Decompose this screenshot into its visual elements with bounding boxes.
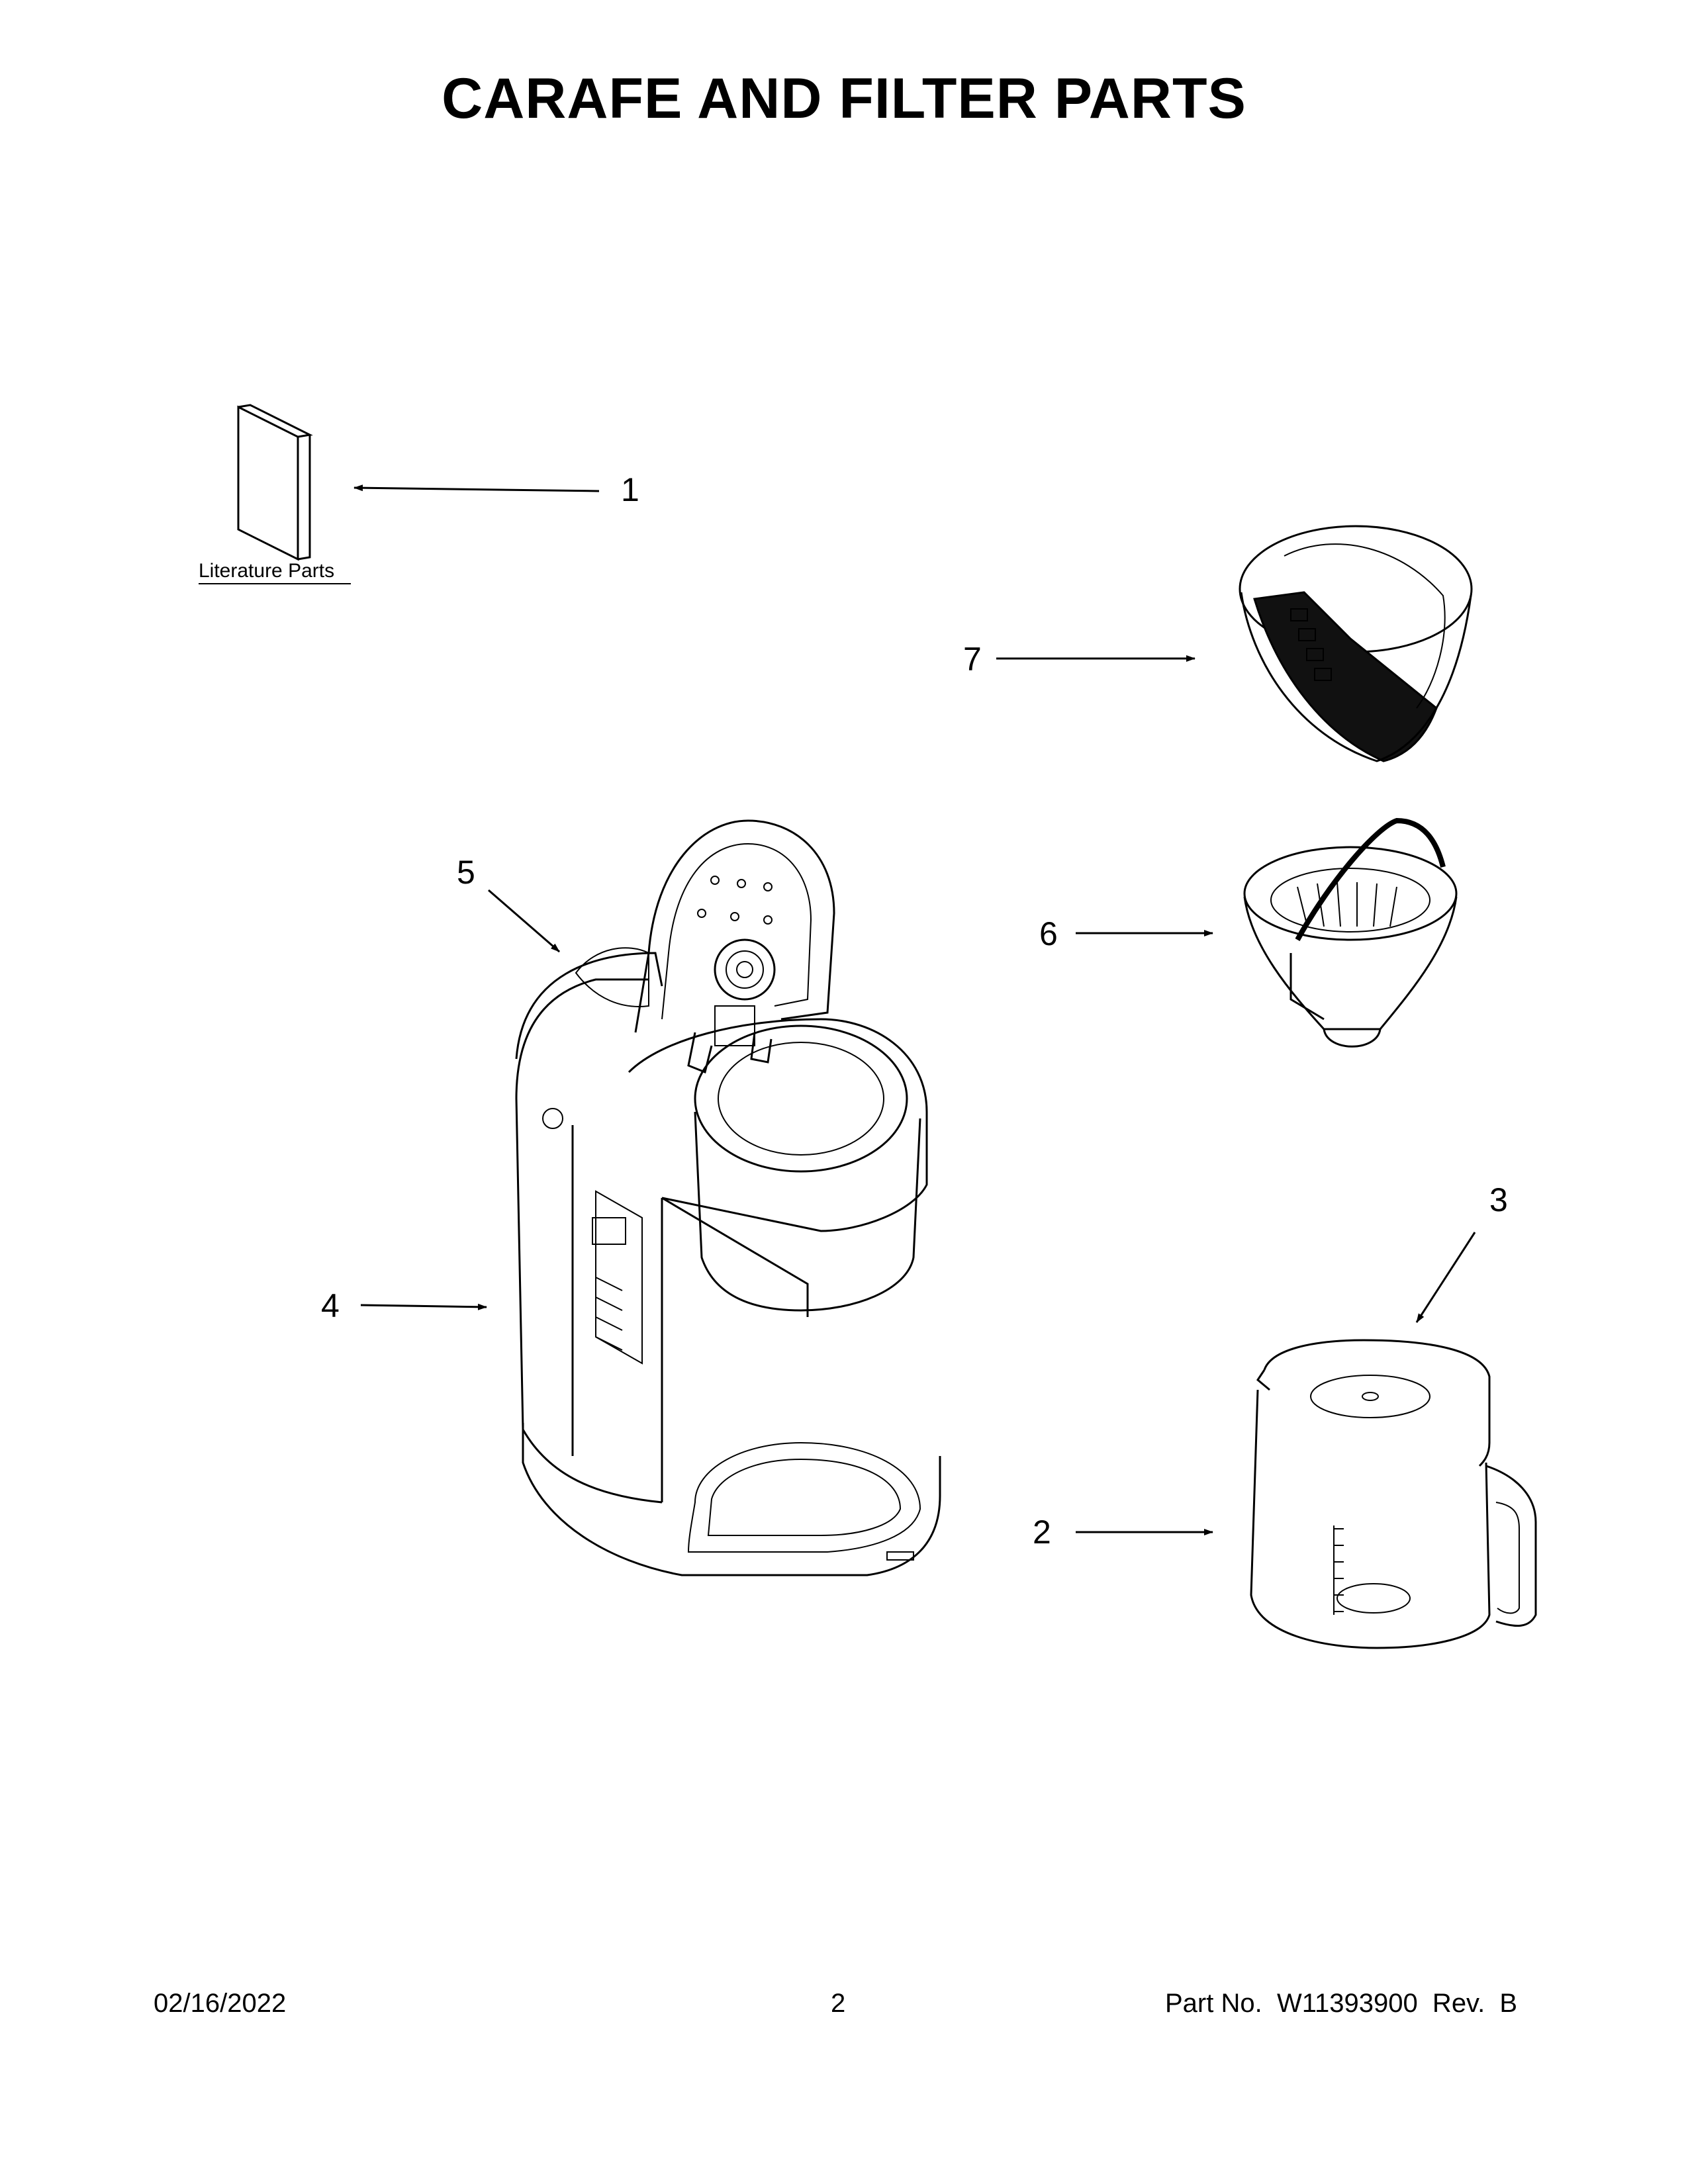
footer-part-info: Part No. W11393900 Rev. B bbox=[1165, 1989, 1518, 2018]
carafe-icon bbox=[1250, 1339, 1537, 1649]
callout-2: 2 bbox=[1033, 1514, 1051, 1551]
coffee-maker-icon bbox=[515, 819, 941, 1576]
filter-cone-icon bbox=[1243, 817, 1458, 1048]
callout-1: 1 bbox=[621, 471, 639, 508]
callout-5-arrow bbox=[488, 889, 560, 953]
literature-parts-label: Literature Parts bbox=[199, 560, 334, 582]
page-title: CARAFE AND FILTER PARTS bbox=[442, 67, 1246, 130]
callout-4: 4 bbox=[321, 1287, 340, 1324]
literature-booklet-icon bbox=[237, 404, 313, 561]
callout-7: 7 bbox=[963, 641, 982, 678]
callout-6: 6 bbox=[1039, 915, 1058, 952]
callout-1-arrow bbox=[353, 484, 600, 492]
callout-4-arrow bbox=[360, 1303, 487, 1310]
callout-3: 3 bbox=[1489, 1181, 1508, 1218]
footer-page-number: 2 bbox=[831, 1989, 846, 2018]
filter-basket-icon bbox=[1239, 525, 1473, 762]
callout-3-arrow bbox=[1415, 1232, 1476, 1323]
footer-date: 02/16/2022 bbox=[154, 1989, 287, 2018]
callout-5: 5 bbox=[457, 854, 475, 891]
